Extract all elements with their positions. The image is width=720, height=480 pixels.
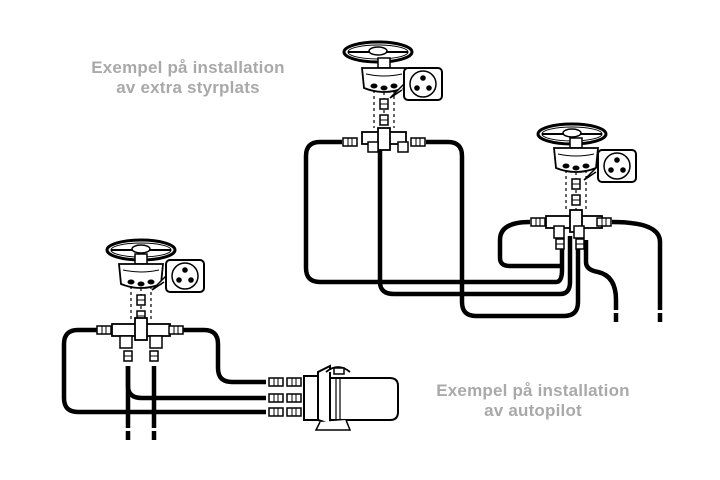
caption-extra-station-line1: Exempel på installation [91,58,285,77]
caption-extra-station: Exempel på installation av extra styrpla… [58,58,318,98]
caption-autopilot: Exempel på installation av autopilot [403,381,663,421]
extra-helm-station [342,40,443,128]
caption-autopilot-line1: Exempel på installation [436,381,630,400]
hydraulic-hoses [61,139,663,440]
autopilot-helm-station [105,238,205,322]
caption-extra-station-line2: av extra styrplats [116,78,260,97]
main-helm-station [536,122,637,210]
tee-fitting-icon [96,317,184,362]
caption-autopilot-line2: av autopilot [484,401,582,420]
tee-fitting-icon [530,209,612,250]
autopilot-pump-icon [268,364,399,431]
tee-fitting-icon [342,127,426,153]
